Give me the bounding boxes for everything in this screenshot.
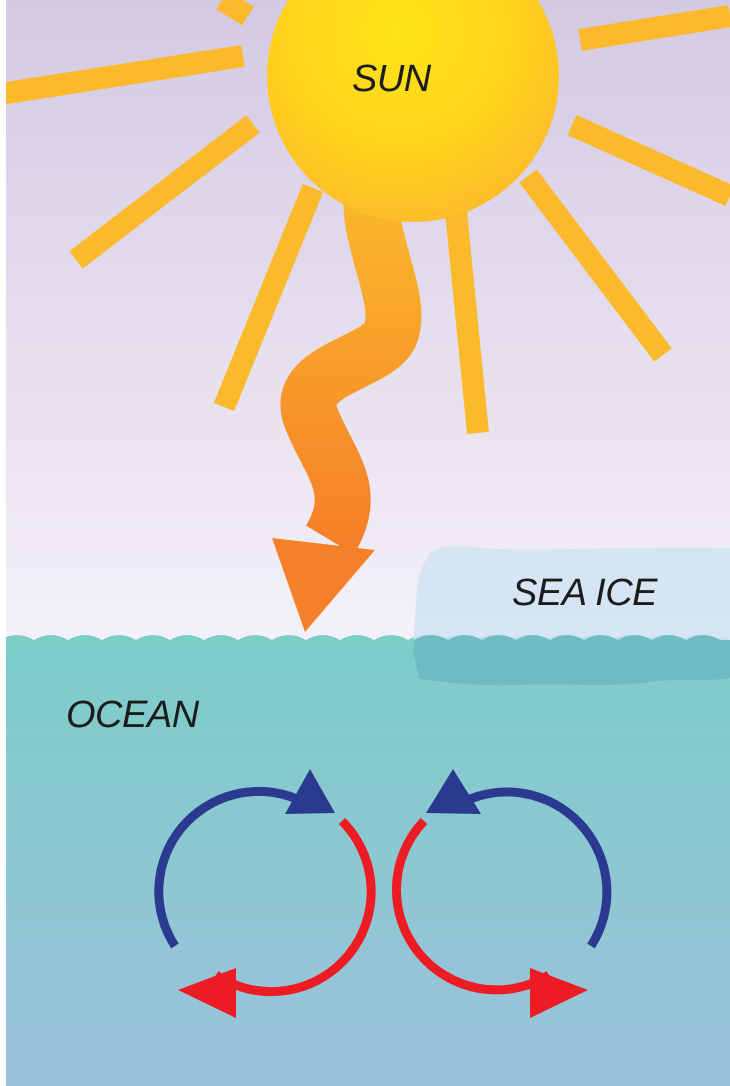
sun-ray — [222, 0, 248, 16]
sea-ice-label: SEA ICE — [512, 572, 657, 615]
frame-edge — [0, 0, 6, 1086]
sea-ice-submerged — [413, 635, 730, 685]
sun-label: SUN — [352, 58, 431, 101]
ocean-label: OCEAN — [66, 694, 199, 737]
